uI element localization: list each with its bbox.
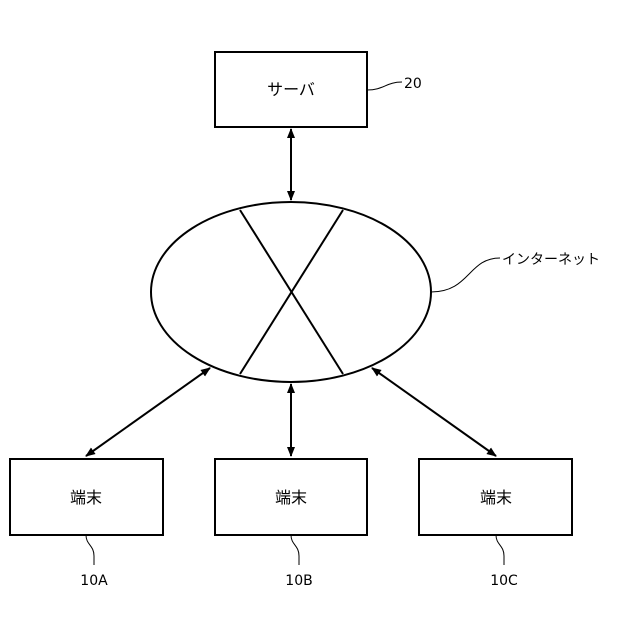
server-ref-leader — [367, 82, 402, 90]
server-ref-number: 20 — [404, 76, 422, 92]
terminal-c-ref-number: 10C — [490, 573, 518, 589]
internet-label-leader — [431, 258, 500, 292]
terminal-b-node: 端末 — [215, 459, 367, 535]
terminal-a-ref-leader — [86, 535, 94, 565]
terminal-c-ref-leader — [496, 535, 504, 565]
terminal-a-node: 端末 — [10, 459, 163, 535]
internet-terminal-a-arrow — [86, 368, 210, 456]
terminal-b-ref-number: 10B — [285, 573, 312, 589]
terminal-b-label: 端末 — [275, 488, 307, 507]
internet-node — [151, 202, 431, 382]
terminal-a-label: 端末 — [70, 488, 102, 507]
terminal-a-ref-number: 10A — [80, 573, 108, 589]
terminal-c-node: 端末 — [419, 459, 572, 535]
server-node: サーバ — [215, 52, 367, 127]
terminal-c-label: 端末 — [480, 488, 512, 507]
terminal-b-ref-leader — [291, 535, 299, 565]
internet-terminal-c-arrow — [372, 368, 496, 456]
server-label: サーバ — [267, 80, 315, 99]
internet-label: インターネット — [502, 252, 600, 268]
